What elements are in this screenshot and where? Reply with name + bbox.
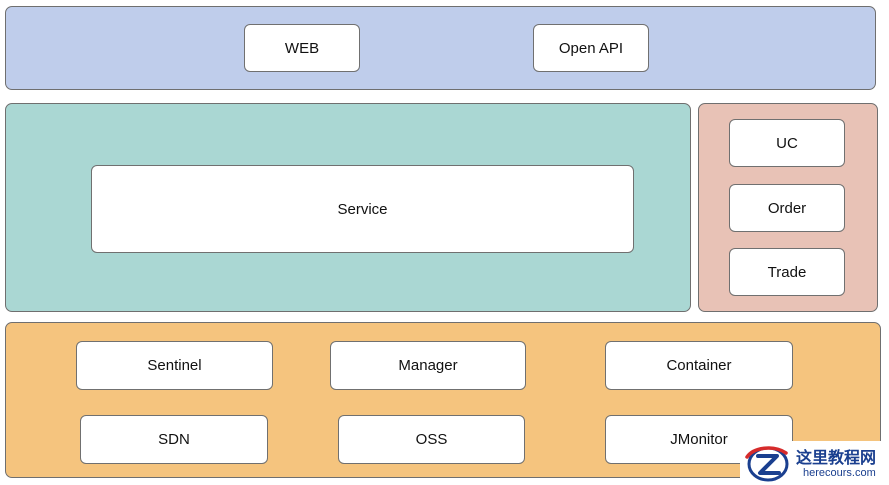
sentinel-box: Sentinel — [76, 341, 273, 390]
trade-box: Trade — [729, 248, 845, 296]
sdn-box: SDN — [80, 415, 268, 464]
watermark-text: 这里教程网 — [796, 448, 877, 467]
uc-box: UC — [729, 119, 845, 167]
order-box: Order — [729, 184, 845, 232]
container-box: Container — [605, 341, 793, 390]
service-box: Service — [91, 165, 634, 253]
web-box: WEB — [244, 24, 360, 72]
z-logo-icon — [745, 446, 789, 482]
client-layer — [5, 6, 876, 90]
manager-box: Manager — [330, 341, 526, 390]
watermark-url: herecours.com — [803, 467, 876, 479]
open-api-box: Open API — [533, 24, 649, 72]
watermark: 这里教程网 herecours.com — [740, 441, 889, 485]
oss-box: OSS — [338, 415, 525, 464]
